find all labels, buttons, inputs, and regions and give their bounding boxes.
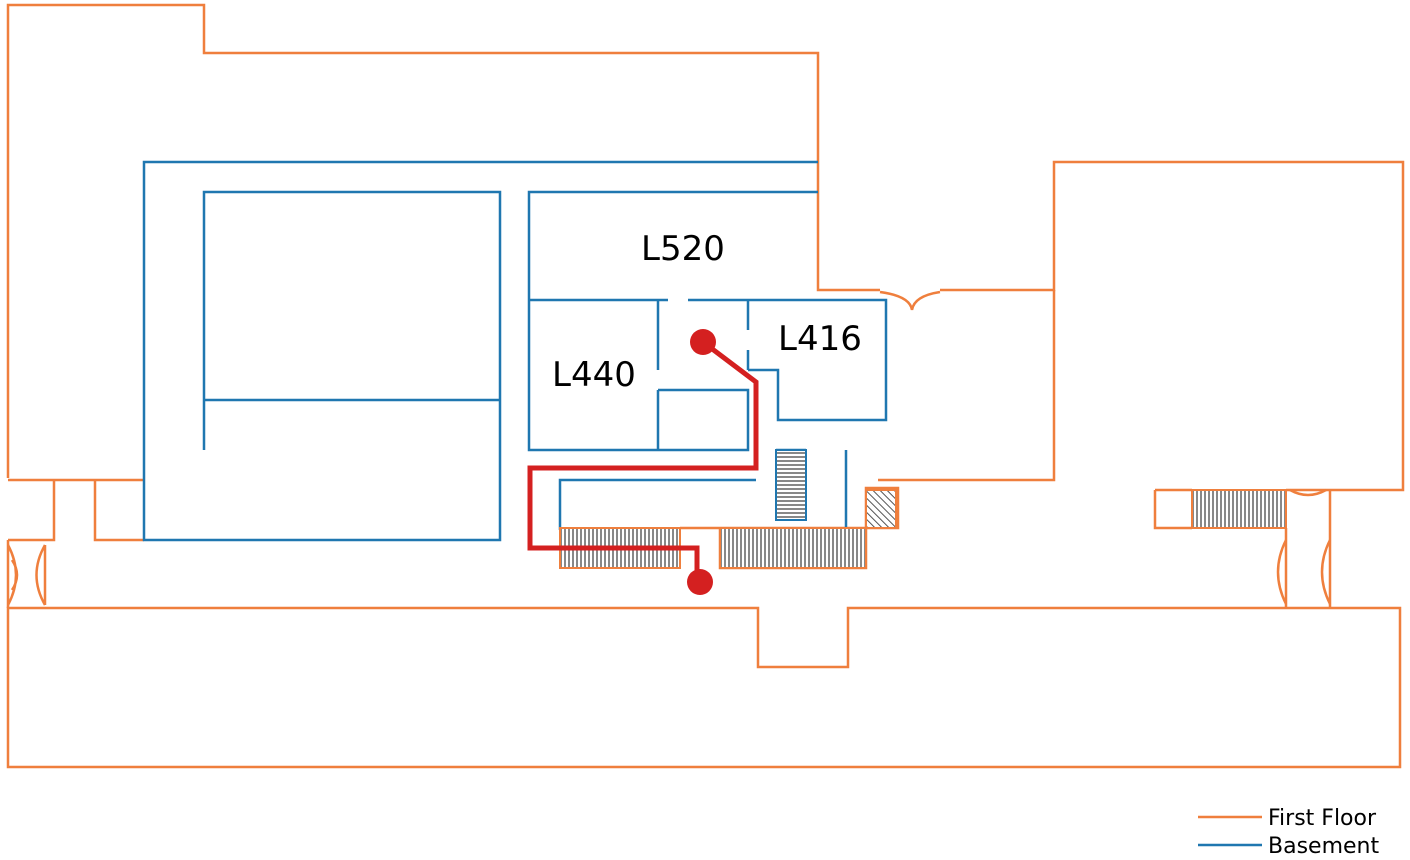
first-floor-vestibule xyxy=(1153,488,1332,608)
room-label-l416: L416 xyxy=(778,319,862,359)
room-label-l520: L520 xyxy=(641,229,725,269)
stairs-icon xyxy=(775,449,807,521)
basement-layer xyxy=(142,160,888,542)
door-icon xyxy=(1276,488,1332,605)
route-group xyxy=(527,329,759,595)
basement-wall xyxy=(527,190,818,452)
legend-label-first-floor: First Floor xyxy=(1268,806,1377,831)
stairs-icon xyxy=(865,489,897,529)
legend-label-basement: Basement xyxy=(1268,834,1379,859)
first-floor-outline xyxy=(6,3,1405,492)
stairs-icon xyxy=(719,527,867,569)
first-floor-layer xyxy=(6,3,1405,769)
route-path xyxy=(527,340,759,580)
stairs-group xyxy=(559,449,1287,569)
stairs-icon xyxy=(1191,489,1287,529)
legend: First Floor Basement xyxy=(1198,806,1379,859)
room-label-l440: L440 xyxy=(552,355,636,395)
first-floor-vestibule xyxy=(6,478,144,608)
route-start-marker xyxy=(690,329,716,355)
basement-wall xyxy=(746,298,888,422)
first-floor-corridor xyxy=(6,606,1402,769)
door-icon xyxy=(879,290,941,311)
route-end-marker xyxy=(687,569,713,595)
door-icon xyxy=(6,544,19,606)
first-floor-wall xyxy=(878,290,1056,482)
basement-outline xyxy=(142,160,818,542)
door-icon xyxy=(35,544,47,606)
